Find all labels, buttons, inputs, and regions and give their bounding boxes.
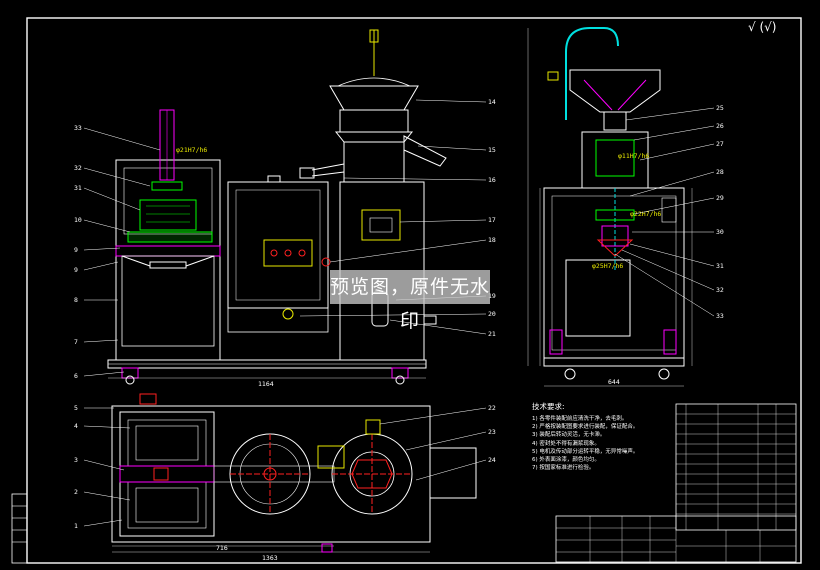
dimension-label: 644	[608, 378, 620, 386]
technical-requirements: 技术要求: 1) 各零件装配前应清洗干净，去毛刺。 2) 严格按装配图要求进行装…	[532, 402, 670, 472]
callout-label: 21	[488, 330, 496, 338]
callout-label: 5	[74, 404, 78, 412]
callout-label: 20	[488, 310, 496, 318]
callout-label: 32	[716, 286, 724, 294]
callout-label: 1	[74, 522, 78, 530]
callout-label: 17	[488, 216, 496, 224]
leader-lines	[83, 99, 715, 527]
surface-roughness-symbol: √ (√)	[748, 20, 777, 34]
callout-label: 9	[74, 246, 78, 254]
callout-label: 30	[716, 228, 724, 236]
requirement-line: 6) 外表面涂漆，颜色均匀。	[532, 457, 600, 464]
requirement-line: 5) 电机及传动部分运转平稳，无异常噪声。	[532, 448, 639, 455]
callout-label: 15	[488, 146, 496, 154]
top-view	[111, 393, 477, 553]
fit-label: φ25H7/h6	[592, 262, 623, 270]
preview-watermark: 预览图，原件无水印	[330, 270, 490, 332]
callout-label: 29	[716, 194, 724, 202]
dimension-label: 1164	[258, 380, 274, 388]
requirement-line: 3) 装配后转动灵活，无卡滞。	[532, 432, 606, 439]
callout-group: 33 32 31 10 9 9 8 7 6 5 4 3 2 1 14 15 16…	[74, 98, 724, 562]
fit-label: φ11H7/h6	[618, 152, 649, 160]
side-view	[527, 27, 693, 387]
binding-strip	[11, 493, 28, 564]
callout-label: 25	[716, 104, 724, 112]
front-view	[107, 29, 447, 385]
title-block	[555, 403, 797, 563]
callout-label: 24	[488, 456, 496, 464]
callout-label: 2	[74, 488, 78, 496]
callout-label: 23	[488, 428, 496, 436]
callout-label: 3	[74, 456, 78, 464]
fit-label: φ22H7/h6	[630, 210, 661, 218]
callout-label: 32	[74, 164, 82, 172]
callout-label: 31	[74, 184, 82, 192]
drawing-frame	[26, 17, 802, 564]
callout-label: 9	[74, 266, 78, 274]
requirement-line: 1) 各零件装配前应清洗干净，去毛刺。	[532, 416, 628, 422]
callout-label: 16	[488, 176, 496, 184]
dimension-label: 716	[216, 544, 228, 552]
callout-label: 4	[74, 422, 78, 430]
callout-label: 8	[74, 296, 78, 304]
callout-label: 19	[488, 292, 496, 300]
requirement-line: 7) 按国家标准进行检验。	[532, 465, 595, 472]
dimension-label: 1363	[262, 554, 278, 562]
callout-label: 18	[488, 236, 496, 244]
fit-label: φ21H7/h6	[176, 146, 207, 154]
requirement-line: 4) 密封处不得有漏浆现象。	[532, 440, 600, 447]
callout-label: 22	[488, 404, 496, 412]
callout-label: 26	[716, 122, 724, 130]
callout-label: 27	[716, 140, 724, 148]
callout-label: 33	[716, 312, 724, 320]
callout-label: 10	[74, 216, 82, 224]
technical-requirements-title: 技术要求:	[532, 402, 565, 411]
requirement-line: 2) 严格按装配图要求进行装配，保证配合。	[532, 424, 639, 431]
callout-label: 6	[74, 372, 78, 380]
callout-label: 14	[488, 98, 496, 106]
callout-label: 31	[716, 262, 724, 270]
callout-label: 28	[716, 168, 724, 176]
callout-label: 7	[74, 338, 78, 346]
callout-label: 33	[74, 124, 82, 132]
